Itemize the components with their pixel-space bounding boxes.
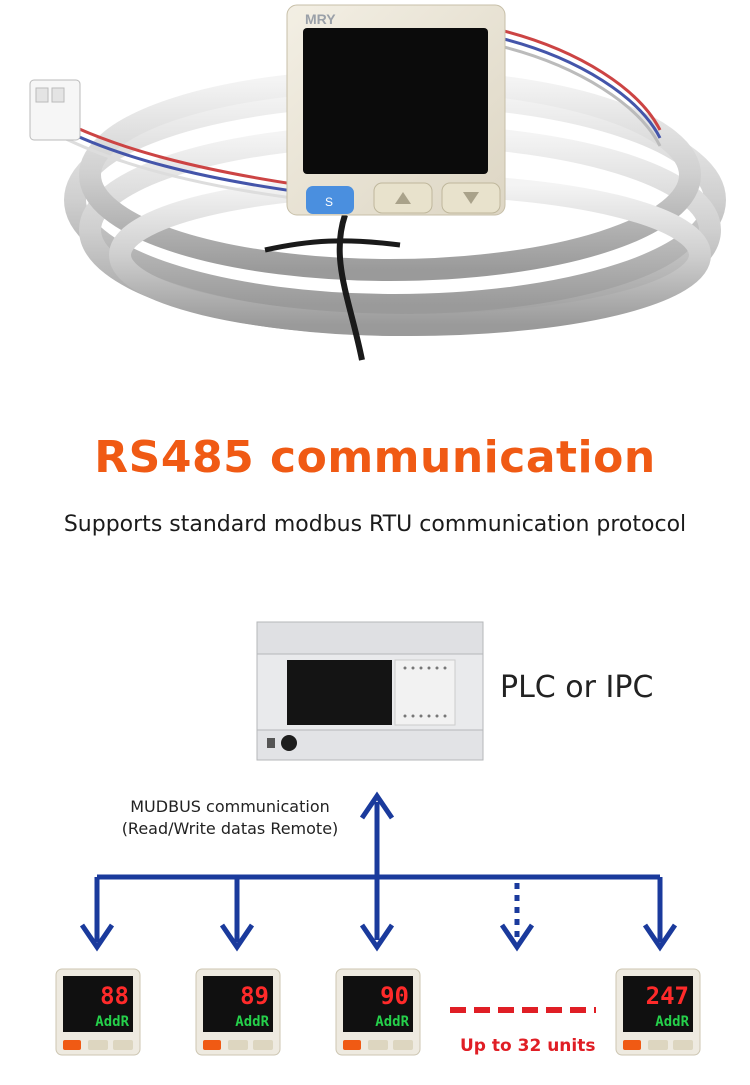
svg-text:S: S <box>325 195 333 209</box>
more-units-dashes <box>450 1007 596 1013</box>
device-bottom-value: AddR <box>375 1014 409 1030</box>
cable-tie <box>336 214 365 361</box>
down-arrowhead-3 <box>359 923 395 952</box>
slave-device-1: 88 AddR <box>55 968 141 1056</box>
slave-device-3: 90 AddR <box>335 968 421 1056</box>
product-photo: MRY S <box>29 4 726 361</box>
units-label: Up to 32 units <box>460 1036 596 1056</box>
device-bottom-value: AddR <box>235 1014 269 1030</box>
uplink-arrowhead <box>359 791 395 820</box>
device-bottom-value: AddR <box>95 1014 129 1030</box>
slave-device-4: 247 AddR <box>615 968 701 1056</box>
link-label-line1: MUDBUS communication <box>130 797 330 816</box>
host-label: PLC or IPC <box>500 670 654 705</box>
device-top-value: 90 <box>380 982 409 1010</box>
plc-unit-image <box>256 621 484 761</box>
down-arrowhead-dashed <box>499 923 535 952</box>
page-title: RS485 communication <box>94 432 656 483</box>
device-top-value: 247 <box>646 982 689 1010</box>
link-label: MUDBUS communication (Read/Write datas R… <box>100 796 360 840</box>
device-top-value: 89 <box>240 982 269 1010</box>
sensor-device: MRY S <box>286 4 506 216</box>
rs485-bus-diagram <box>79 791 678 952</box>
page-subtitle: Supports standard modbus RTU communicati… <box>63 512 687 537</box>
down-arrowhead-2 <box>219 923 255 952</box>
wire-bundle <box>59 28 662 201</box>
down-arrowhead-1 <box>79 923 115 952</box>
device-top-value: 88 <box>100 982 129 1010</box>
device-bottom-value: AddR <box>655 1014 689 1030</box>
connector-plug <box>29 79 81 141</box>
link-label-line2: (Read/Write datas Remote) <box>121 819 339 838</box>
down-arrowhead-4 <box>642 923 678 952</box>
slave-device-2: 89 AddR <box>195 968 281 1056</box>
brand-logo-text: MRY <box>305 11 336 27</box>
